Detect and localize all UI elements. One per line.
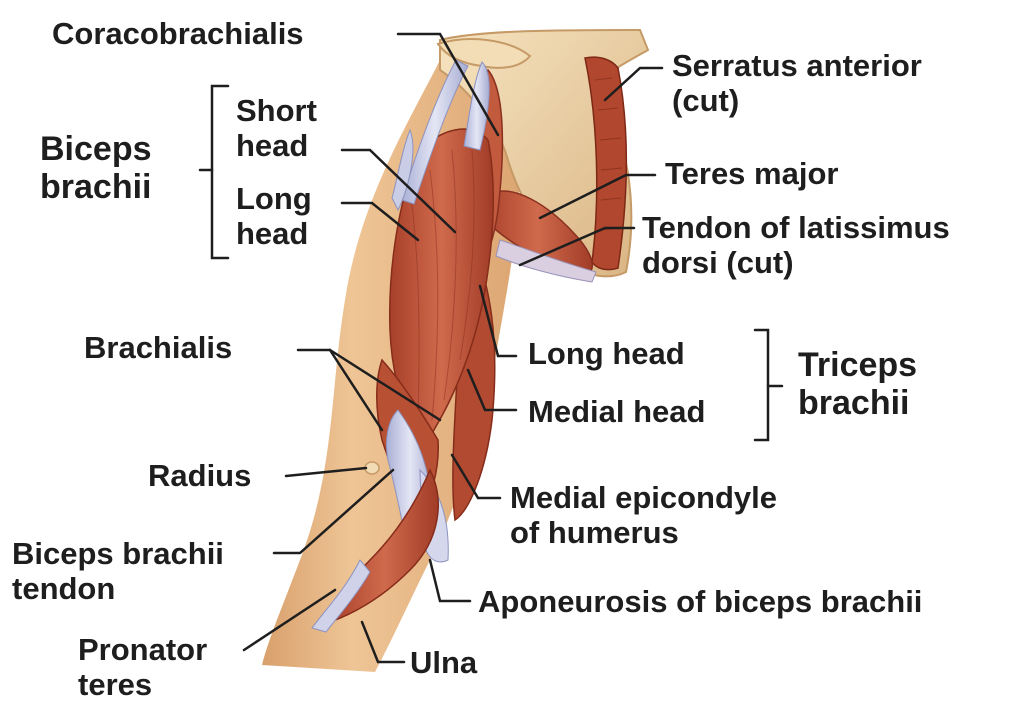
label-long-head-line1: Long [236,181,312,216]
label-pronator-teres: Pronator teres [78,632,207,702]
label-serratus-anterior: Serratus anterior (cut) [672,48,922,118]
label-pronator-teres-line1: Pronator [78,632,207,667]
label-triceps-medial-head-text: Medial head [528,394,705,429]
label-medial-epicondyle-line2: of humerus [510,515,777,550]
label-short-head-line2: head [236,128,317,163]
label-biceps-brachii: Biceps brachii [40,130,152,206]
label-brachialis-text: Brachialis [84,330,232,365]
label-aponeurosis-text: Aponeurosis of biceps brachii [478,584,922,619]
label-ulna-text: Ulna [410,645,477,680]
label-triceps-long-head-text: Long head [528,336,685,371]
label-tendon-latissimus-line2: dorsi (cut) [642,245,950,280]
label-pronator-teres-line2: teres [78,667,207,702]
label-coracobrachialis-text: Coracobrachialis [52,16,304,51]
label-serratus-anterior-line2: (cut) [672,83,922,118]
label-triceps-medial-head: Medial head [528,394,705,429]
label-triceps-brachii-line1: Triceps [798,346,917,384]
label-biceps-brachii-line1: Biceps [40,130,152,168]
label-tendon-latissimus-line1: Tendon of latissimus [642,210,950,245]
label-tendon-latissimus: Tendon of latissimus dorsi (cut) [642,210,950,280]
label-biceps-brachii-line2: brachii [40,168,152,206]
label-ulna: Ulna [410,645,477,680]
label-short-head: Short head [236,93,317,163]
label-brachialis: Brachialis [84,330,232,365]
label-biceps-tendon-line1: Biceps brachii [12,536,224,571]
label-radius: Radius [148,458,251,493]
label-biceps-brachii-tendon: Biceps brachii tendon [12,536,224,606]
label-medial-epicondyle: Medial epicondyle of humerus [510,480,777,550]
label-aponeurosis: Aponeurosis of biceps brachii [478,584,922,619]
label-short-head-line1: Short [236,93,317,128]
label-medial-epicondyle-line1: Medial epicondyle [510,480,777,515]
label-teres-major-text: Teres major [665,156,838,191]
label-triceps-brachii-line2: brachii [798,384,917,422]
label-biceps-tendon-line2: tendon [12,571,224,606]
label-triceps-long-head: Long head [528,336,685,371]
label-radius-text: Radius [148,458,251,493]
label-coracobrachialis: Coracobrachialis [52,16,304,51]
label-serratus-anterior-line1: Serratus anterior [672,48,922,83]
label-long-head-line2: head [236,216,312,251]
label-teres-major: Teres major [665,156,838,191]
label-long-head: Long head [236,181,312,251]
label-triceps-brachii: Triceps brachii [798,346,917,422]
